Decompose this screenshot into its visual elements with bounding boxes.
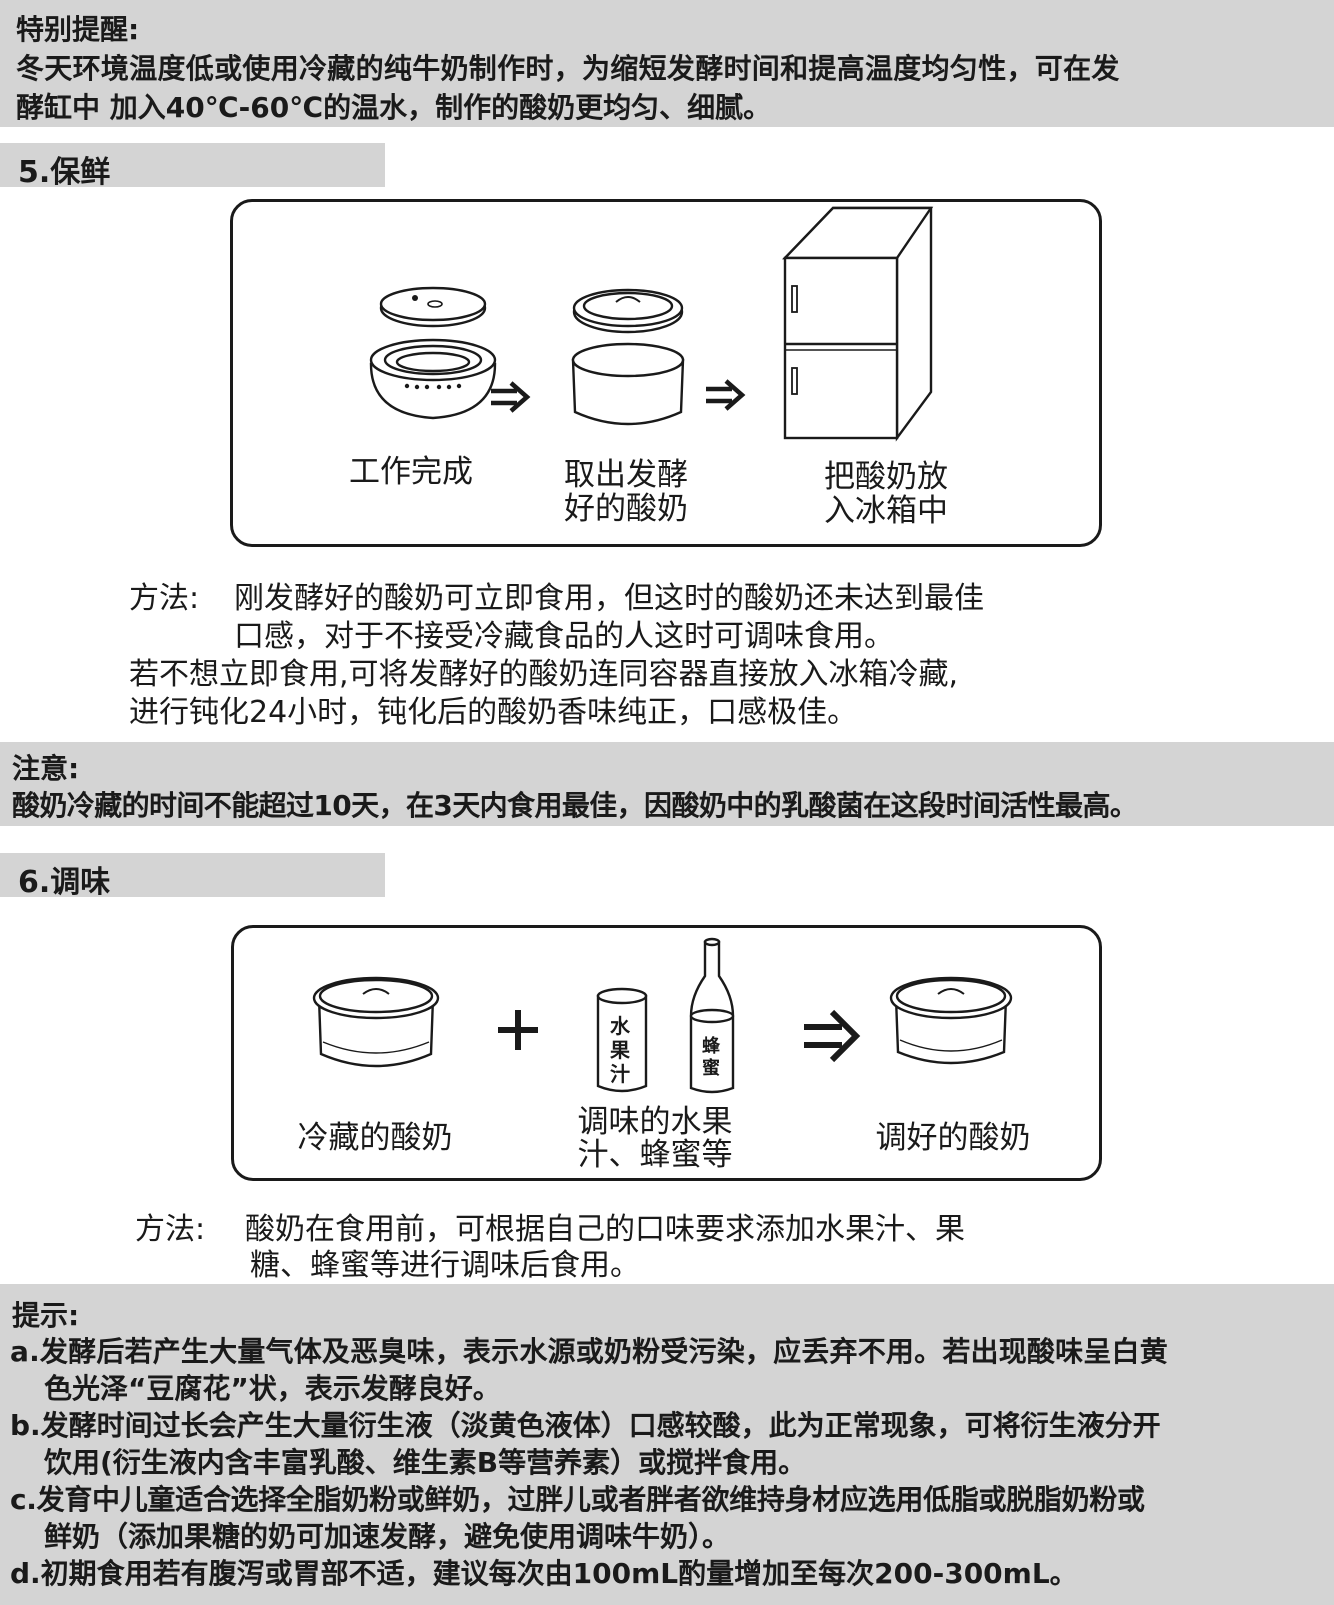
tip-a-line-1: a.发酵后若产生大量气体及恶臭味，表示水源或奶粉受污染，应丢弃不用。若出现酸味呈… bbox=[10, 1335, 1168, 1368]
tip-a-line-2: 色光泽“豆腐花”状，表示发酵良好。 bbox=[44, 1372, 501, 1405]
notice-text: 酸奶冷藏的时间不能超过10天，在3天内食用最佳，因酸奶中的乳酸菌在这段时间活性最… bbox=[12, 789, 1138, 822]
juice-label-char-3: 汁 bbox=[610, 1062, 630, 1086]
section-5-method-line-1: 刚发酵好的酸奶可立即食用，但这时的酸奶还未达到最佳 bbox=[234, 581, 984, 616]
tips-heading: 提示: bbox=[12, 1299, 80, 1332]
refrigerator-icon bbox=[782, 206, 934, 442]
section-6-method-line-1: 酸奶在食用前，可根据自己的口味要求添加水果汁、果 bbox=[245, 1212, 965, 1247]
double-arrow-icon bbox=[804, 1009, 861, 1063]
step-caption-flavoring-line-1: 调味的水果 bbox=[577, 1104, 733, 1140]
step-caption-fridge-line-2: 入冰箱中 bbox=[824, 493, 948, 529]
chilled-yogurt-container-icon bbox=[312, 976, 440, 1068]
honey-bottle-icon bbox=[689, 937, 735, 1094]
tip-b-line-2: 饮用(衍生液内含丰富乳酸、维生素B等营养素）或搅拌食用。 bbox=[44, 1446, 807, 1479]
juice-label-char-1: 水 bbox=[610, 1014, 630, 1038]
section-5-method-line-2: 口感，对于不接受冷藏食品的人这时可调味食用。 bbox=[234, 619, 894, 654]
special-reminder-box: 特别提醒: 冬天环境温度低或使用冷藏的纯牛奶制作时，为缩短发酵时间和提高温度均匀… bbox=[0, 0, 1334, 127]
yogurt-container-icon bbox=[571, 288, 685, 426]
tip-d-line-1: d.初期食用若有腹泻或胃部不适，建议每次由100mL酌量增加至每次200-300… bbox=[10, 1557, 1078, 1590]
reminder-line-1: 冬天环境温度低或使用冷藏的纯牛奶制作时，为缩短发酵时间和提高温度均匀性，可在发 bbox=[16, 52, 1120, 85]
notice-heading: 注意: bbox=[12, 752, 80, 785]
notice-box: 注意: 酸奶冷藏的时间不能超过10天，在3天内食用最佳，因酸奶中的乳酸菌在这段时… bbox=[0, 742, 1334, 826]
step-caption-chilled-yogurt: 冷藏的酸奶 bbox=[297, 1120, 453, 1156]
step-caption-take-out-line-1: 取出发酵 bbox=[564, 457, 688, 493]
plus-icon bbox=[498, 1010, 538, 1050]
honey-label-char-1: 蜂 bbox=[702, 1036, 720, 1057]
tip-c-line-1: c.发育中儿童适合选择全脂奶粉或鲜奶，过胖儿或者胖者欲维持身材应选用低脂或脱脂奶… bbox=[10, 1483, 1145, 1516]
tip-c-line-2: 鲜奶（添加果糖的奶可加速发酵，避免使用调味牛奶）。 bbox=[44, 1520, 731, 1553]
flavored-yogurt-container-icon bbox=[889, 976, 1013, 1065]
step-caption-fridge-line-1: 把酸奶放 bbox=[824, 459, 948, 495]
section-5-method-label: 方法: bbox=[129, 581, 200, 616]
double-arrow-icon bbox=[706, 379, 746, 411]
section-5-method-line-3: 若不想立即食用,可将发酵好的酸奶连同容器直接放入冰箱冷藏, bbox=[129, 657, 959, 692]
reminder-heading: 特别提醒: bbox=[16, 13, 140, 46]
step-caption-take-out-line-2: 好的酸奶 bbox=[564, 491, 688, 527]
section-6-title: 6.调味 bbox=[18, 865, 111, 900]
honey-label-char-2: 蜜 bbox=[702, 1058, 720, 1079]
section-6-title-tab: 6.调味 bbox=[0, 853, 385, 900]
section-5-title-tab: 5.保鲜 bbox=[0, 143, 385, 190]
double-arrow-icon bbox=[491, 381, 531, 413]
tips-box: 提示: a.发酵后若产生大量气体及恶臭味，表示水源或奶粉受污染，应丢弃不用。若出… bbox=[0, 1284, 1334, 1605]
step-caption-flavored-yogurt: 调好的酸奶 bbox=[875, 1120, 1031, 1156]
juice-label-char-2: 果 bbox=[610, 1038, 630, 1062]
section-5-title: 5.保鲜 bbox=[18, 155, 111, 190]
reminder-line-2: 酵缸中 加入40℃-60℃的温水，制作的酸奶更均匀、细腻。 bbox=[16, 91, 772, 124]
section-5-illustration-panel: 工作完成 取出发酵 好的酸奶 把酸奶放 入冰箱中 bbox=[230, 199, 1102, 547]
yogurt-maker-icon bbox=[369, 286, 497, 420]
section-5-method-line-4: 进行钝化24小时，钝化后的酸奶香味纯正，口感极佳。 bbox=[129, 695, 858, 730]
section-6-illustration-panel: 水 果 汁 蜂 蜜 冷藏的酸奶 调味的水果 汁、蜂蜜等 调好的酸奶 bbox=[231, 925, 1102, 1181]
step-caption-flavoring-line-2: 汁、蜂蜜等 bbox=[577, 1137, 733, 1173]
section-6-method-line-2: 糖、蜂蜜等进行调味后食用。 bbox=[250, 1248, 640, 1283]
fruit-juice-cup-icon bbox=[596, 987, 648, 1093]
tip-b-line-1: b.发酵时间过长会产生大量衍生液（淡黄色液体）口感较酸，此为正常现象，可将衍生液… bbox=[10, 1409, 1161, 1442]
section-6-method-label: 方法: bbox=[135, 1212, 206, 1247]
step-caption-work-done: 工作完成 bbox=[349, 454, 473, 490]
